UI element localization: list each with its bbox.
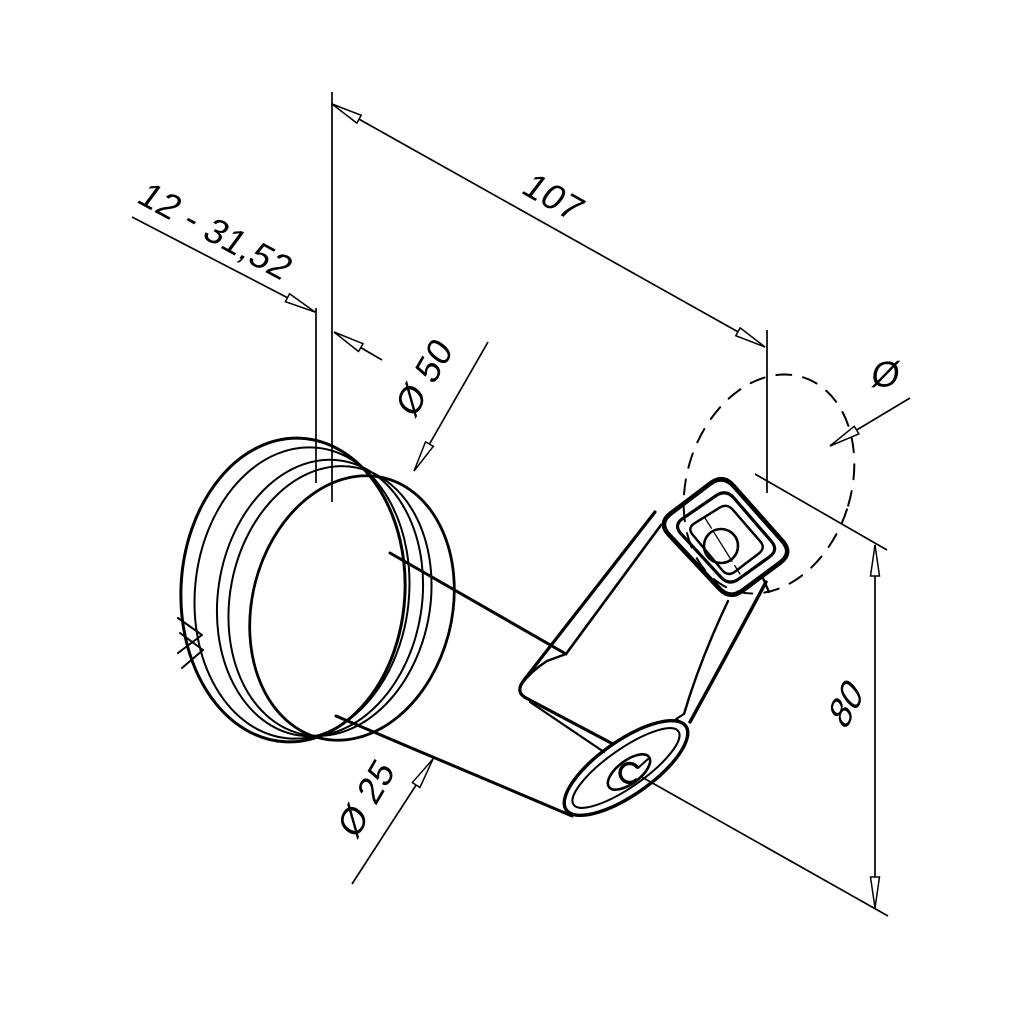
plate-inner-left-edge	[564, 523, 663, 656]
flange-outer-rim	[179, 436, 407, 744]
leader-arm-diameter	[351, 758, 434, 885]
dim-label-handrail-diameter: Ø	[869, 354, 903, 395]
ext-line-80-bottom	[639, 775, 889, 917]
dim-wall-range-line-right	[333, 331, 383, 361]
dim-label-wall-range: 12 - 31,52	[130, 175, 301, 288]
support-plate	[518, 510, 771, 754]
saddle-screw-hole	[702, 527, 740, 565]
flange-rim-inner-edge	[193, 446, 411, 740]
flange-groove-ring-2	[227, 465, 433, 737]
arm-wedge-underline	[518, 652, 568, 688]
flange-notch-chevron-2	[179, 632, 204, 669]
plate-inner-right-edge	[682, 599, 730, 716]
screw-slot-tick	[637, 758, 649, 769]
arm-bottom-edge	[334, 714, 574, 818]
dim-label-arm-diameter: Ø 25	[330, 751, 402, 846]
ext-line-80-top	[754, 473, 888, 551]
saddle-corner-tick	[760, 574, 771, 594]
plate-left-face-line	[528, 700, 606, 754]
wall-flange	[177, 436, 456, 744]
leader-flange-diameter	[413, 341, 489, 472]
end-cap-rim	[571, 727, 681, 809]
flange-front-face	[248, 474, 456, 742]
saddle-rim	[675, 491, 777, 584]
dim-label-80: 80	[822, 668, 869, 738]
saddle-floor	[689, 504, 764, 576]
plate-left-silhouette	[518, 510, 657, 746]
handrail-phantom-circle	[682, 373, 856, 595]
flange-notch-chevron-1	[177, 617, 203, 654]
bottom-end-cap	[562, 718, 690, 818]
flange-groove-ring-1	[215, 458, 425, 738]
bracket-body	[177, 373, 856, 818]
dim-107-line	[331, 103, 766, 348]
screw-head-crescent	[618, 761, 639, 785]
plate-right-silhouette	[688, 580, 768, 724]
end-cap-outer	[562, 718, 690, 818]
arm-top-edge	[388, 551, 568, 656]
dim-wall-range-line-left	[131, 216, 316, 313]
saddle-outer	[661, 477, 790, 597]
handrail-saddle	[661, 477, 790, 597]
leader-handrail-diameter	[829, 397, 911, 447]
dim-label-107: 107	[515, 166, 594, 229]
saddle-hole-centerline	[704, 517, 741, 575]
